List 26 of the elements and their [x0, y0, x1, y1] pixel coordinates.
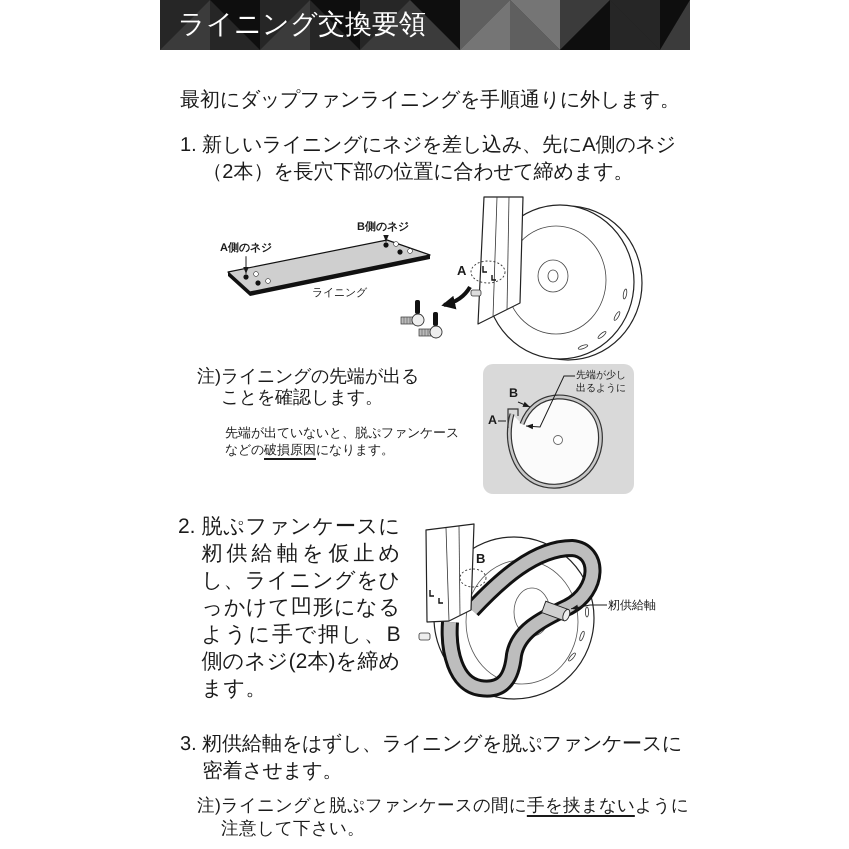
leader-line [243, 256, 249, 274]
note-text: 注)ライニングと脱ぷファンケースの間に手を挟まないように注意して下さい。 [197, 794, 690, 840]
leader-line [383, 234, 389, 242]
shaft-icon [541, 600, 570, 622]
hole-icon [243, 274, 249, 280]
step-text: 1. 新しいライニングにネジを差し込み、先にA側のネジ（2本）を長穴下部の位置に合わせて締めます。 [180, 133, 677, 185]
inset-panel [483, 364, 634, 494]
part-label: B側のネジ [357, 221, 409, 234]
intro-text: 最初にダップファンライニングを手順通りに外します。 [180, 88, 680, 113]
note-text: 先端が出ていないと、脱ぷファンケースなどの破損原因になります。 [225, 424, 460, 458]
note-text: 注)ライニングの先端が出ることを確認します。 [197, 366, 420, 408]
callout-letter: A [488, 413, 498, 428]
leader-line [518, 402, 530, 408]
callout-letter: B [509, 386, 518, 401]
callout-letter: A [457, 263, 466, 279]
leader-line [498, 420, 506, 422]
leader-line [570, 604, 608, 610]
part-label: 籾供給軸 [608, 598, 656, 612]
step-text: 2. 脱ぷファンケースに籾供給軸を仮止めし、ライニングをひっかけて凹形になるように手で押し、B側のネジ(2本)を締めます。 [178, 514, 401, 702]
part-label: ライニング [312, 287, 367, 300]
callout-letter: B [476, 551, 486, 567]
hole-icon [383, 242, 389, 248]
callout-label: 先端が少し出るように [576, 369, 629, 395]
part-label: A側のネジ [220, 242, 272, 256]
title-heading: ライニング交換要領 [178, 8, 426, 41]
step-text: 3. 籾供給軸をはずし、ライニングを脱ぷファンケースに密着させます。 [180, 732, 684, 784]
